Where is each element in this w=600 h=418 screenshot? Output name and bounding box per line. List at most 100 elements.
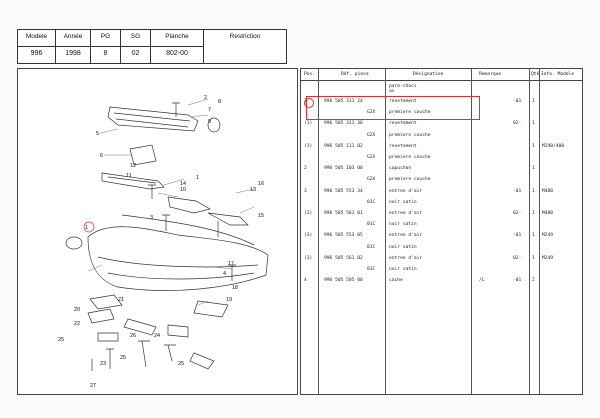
column-header-info: Info. Modele bbox=[541, 72, 575, 77]
parts-table: Pos. Réf. piece Désignation Remarque Qté… bbox=[300, 68, 583, 395]
table-header-row: Pos. Réf. piece Désignation Remarque Qté… bbox=[301, 69, 582, 81]
callout: 21 bbox=[118, 297, 124, 303]
callout: 19 bbox=[226, 297, 232, 303]
callout: 10 bbox=[180, 187, 186, 193]
lower-bracket-mid bbox=[123, 318, 157, 336]
header-cell-planche: Planche 802-00 bbox=[151, 30, 204, 63]
header-value-modele: 996 bbox=[30, 50, 43, 57]
table-row: (3) 996 505 561 02 entree d'air 02- 1 M249 bbox=[301, 253, 582, 264]
bumper-reinforcement-beam bbox=[107, 106, 199, 132]
bumper-drawing: 1 1 2 3 4 5 6 7 8 9 10 11 12 13 14 15 16… bbox=[58, 95, 269, 389]
callout: 12 bbox=[130, 163, 136, 169]
column-header-designation: Désignation bbox=[413, 72, 444, 77]
cell-designation: premiere couche bbox=[389, 155, 431, 160]
callout: 22 bbox=[74, 321, 80, 327]
cell-pos: (3) bbox=[304, 211, 313, 216]
callout: 1 bbox=[196, 175, 199, 181]
cell-qte: 1 bbox=[532, 255, 535, 261]
cell-ref: 996 505 505 00 bbox=[324, 278, 363, 284]
cell-designation: revetement bbox=[389, 121, 417, 127]
callout: 24 bbox=[154, 333, 160, 339]
cell-qte: 1 bbox=[532, 143, 535, 149]
cell-designation: capuchon bbox=[389, 166, 412, 172]
column-divider bbox=[539, 69, 540, 394]
cell-pos: (3) bbox=[304, 233, 313, 239]
header-label-annee: Année bbox=[63, 33, 83, 40]
cell-ref: 996 505 111 02 bbox=[324, 143, 363, 149]
cell-pos: (1) bbox=[304, 143, 313, 149]
callout: 23 bbox=[100, 361, 106, 367]
callout: 18 bbox=[232, 285, 238, 291]
cell-info: M249 bbox=[542, 255, 554, 261]
callout: 7 bbox=[208, 107, 211, 113]
cell-info: M480 bbox=[542, 211, 554, 216]
cell-ref: 996 505 553 34 bbox=[324, 188, 363, 194]
callout: 2 bbox=[204, 95, 207, 101]
cell-remarque: -01 bbox=[513, 278, 522, 284]
light-ring-left bbox=[65, 236, 83, 250]
cell-designation: revetement bbox=[389, 143, 417, 149]
column-header-remarque: Remarque bbox=[479, 72, 502, 77]
table-row: (1) 996 505 111 02 revetement 1 M290/480 bbox=[301, 141, 582, 152]
callout: 25 bbox=[58, 337, 64, 343]
callout: 13 bbox=[250, 187, 256, 193]
cell-designation: premiere couche bbox=[389, 110, 431, 116]
header-value-sg: 02 bbox=[131, 50, 140, 57]
column-header-ref: Réf. piece bbox=[341, 72, 369, 77]
cell-designation: revetement bbox=[389, 99, 417, 104]
cell-designation: entree d'air bbox=[389, 255, 423, 261]
callout: 5 bbox=[96, 131, 99, 137]
cell-remarque: -01 bbox=[513, 188, 522, 194]
cell-info: M480 bbox=[542, 188, 554, 194]
energy-absorber bbox=[101, 172, 165, 190]
side-bracket-left bbox=[207, 212, 249, 226]
cell-ref: G2X bbox=[367, 177, 376, 183]
cell-qte: 1 bbox=[532, 99, 535, 104]
column-divider bbox=[385, 69, 386, 394]
side-bracket-right bbox=[167, 196, 211, 214]
cell-designation: noir satin bbox=[389, 244, 417, 250]
cell-designation: noir satin bbox=[389, 267, 417, 272]
cell-pos: 4 bbox=[304, 278, 307, 284]
cell-ref: 996 505 311 36 bbox=[324, 121, 363, 127]
header-label-planche: Planche bbox=[165, 33, 189, 40]
cell-qte: 2 bbox=[532, 278, 535, 284]
lower-bracket-left bbox=[87, 308, 115, 324]
cell-remarque: 02- bbox=[513, 255, 522, 261]
callout: 20 bbox=[74, 307, 80, 313]
cell-qte: 1 bbox=[532, 166, 535, 172]
cell-ref: 01C bbox=[367, 244, 376, 250]
cell-qte: 1 bbox=[532, 233, 535, 239]
group-subtitle: av bbox=[389, 89, 395, 94]
callout: 14 bbox=[180, 181, 186, 187]
callout: 26 bbox=[130, 333, 136, 339]
cell-pos: (3) bbox=[304, 255, 313, 261]
header-cell-sg: SG 02 bbox=[121, 30, 151, 63]
column-divider bbox=[471, 69, 472, 394]
cell-info: M290/480 bbox=[542, 143, 565, 149]
cell-remarque: 02- bbox=[513, 121, 522, 127]
highlight-circle-pos-1-table bbox=[304, 98, 314, 108]
callout: 16 bbox=[258, 181, 264, 187]
table-row: 01C noir satin bbox=[301, 242, 582, 253]
cell-designation: noir satin bbox=[389, 199, 417, 205]
cell-ref: 01C bbox=[367, 199, 376, 205]
callout: 8 bbox=[218, 99, 221, 105]
cell-ref: 996 505 561 02 bbox=[324, 255, 363, 261]
cell-pos: 3 bbox=[304, 188, 307, 194]
group-title-row: pare-chocs bbox=[301, 81, 582, 92]
header-label-modele: Modele bbox=[25, 33, 48, 40]
callout: 6 bbox=[100, 153, 103, 159]
table-row: G2X premiere couche bbox=[301, 107, 582, 118]
cell-info: M249 bbox=[542, 233, 554, 239]
cell-remarque: 02- bbox=[513, 211, 522, 216]
cell-pos: 2 bbox=[304, 166, 307, 172]
cell-ref: G2X bbox=[367, 110, 376, 116]
cell-designation: noir satin bbox=[389, 222, 417, 228]
